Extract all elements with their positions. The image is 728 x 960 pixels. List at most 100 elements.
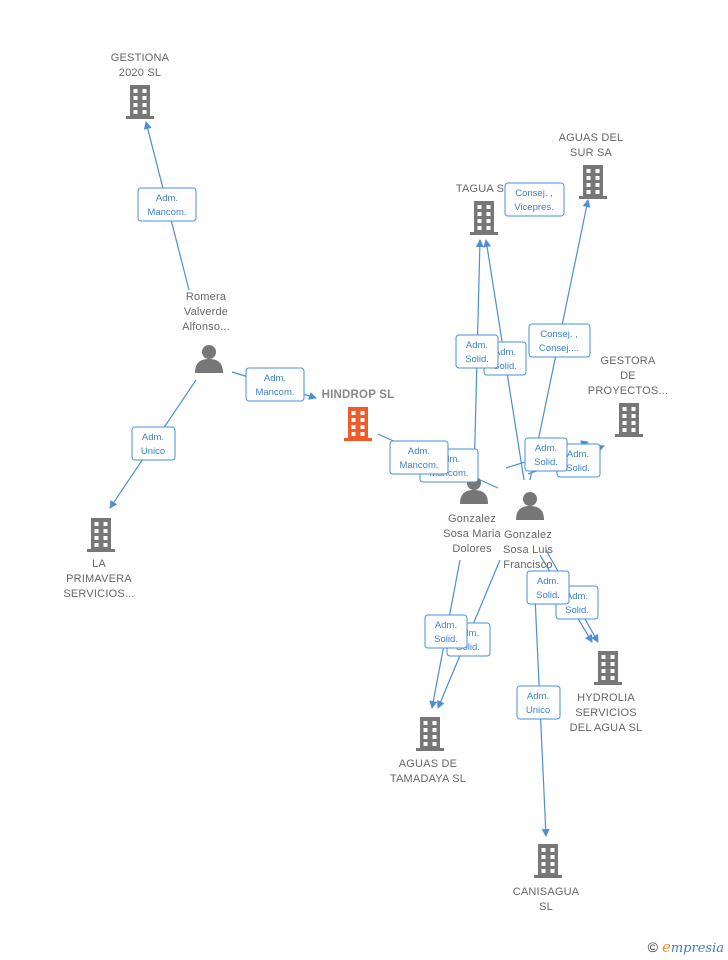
company-label: TAGUA S bbox=[456, 183, 504, 195]
person-label: Gonzalez bbox=[448, 513, 496, 525]
role-label: Adm. bbox=[435, 620, 457, 631]
company-tagua[interactable]: TAGUA S bbox=[456, 183, 504, 235]
person-label: Gonzalez bbox=[504, 529, 552, 541]
person-gonzalez-maria[interactable]: Gonzalez Sosa Maria Dolores bbox=[443, 476, 501, 555]
role-box[interactable]: Adm. Solid. bbox=[524, 437, 568, 472]
role-label: Solid. bbox=[534, 457, 558, 468]
company-hydrolia[interactable]: HYDROLIA SERVICIOS DEL AGUA SL bbox=[570, 651, 643, 734]
person-icon bbox=[195, 345, 223, 373]
role-box[interactable]: Consej. , Vicepres. bbox=[504, 182, 565, 217]
role-label: Consej.... bbox=[539, 343, 579, 354]
role-label: Mancom. bbox=[429, 468, 468, 479]
role-label: Solid. bbox=[434, 634, 458, 645]
company-gestiona[interactable]: GESTIONA 2020 SL bbox=[111, 52, 170, 119]
person-label: Sosa Maria bbox=[443, 528, 501, 540]
brand-logo-initial: e bbox=[661, 938, 671, 956]
company-label: GESTIONA bbox=[111, 52, 170, 64]
role-box[interactable]: Adm. Solid. bbox=[526, 570, 570, 605]
person-label: Romera bbox=[186, 291, 227, 303]
role-label: Mancom. bbox=[399, 460, 438, 471]
person-romera[interactable]: Romera Valverde Alfonso... bbox=[182, 291, 230, 373]
role-box[interactable]: Adm. Mancom. bbox=[389, 440, 449, 475]
brand-footer: ©empresia bbox=[648, 938, 724, 956]
role-label: Unico bbox=[141, 446, 165, 457]
person-label: Sosa Luis bbox=[503, 544, 553, 556]
company-label: HYDROLIA bbox=[577, 692, 635, 704]
company-label: CANISAGUA bbox=[513, 886, 580, 898]
person-label: Valverde bbox=[184, 306, 228, 318]
company-gestora[interactable]: GESTORA DE PROYECTOS... bbox=[588, 355, 668, 437]
person-gonzalez-luis[interactable]: Gonzalez Sosa Luis Francisco bbox=[503, 492, 553, 571]
role-label: Adm. bbox=[408, 446, 430, 457]
role-box[interactable]: Adm. Solid. bbox=[455, 334, 499, 369]
role-label: Consej. , bbox=[540, 329, 578, 340]
role-label: Solid. bbox=[493, 361, 517, 372]
company-label: 2020 SL bbox=[119, 67, 161, 79]
building-icon bbox=[579, 165, 607, 199]
company-label: AGUAS DE bbox=[399, 758, 457, 770]
role-label: Solid. bbox=[536, 590, 560, 601]
person-icon bbox=[516, 492, 544, 520]
building-icon bbox=[534, 844, 562, 878]
role-label: Adm. bbox=[438, 454, 460, 465]
role-label: Mancom. bbox=[147, 207, 186, 218]
role-label: Adm. bbox=[264, 373, 286, 384]
building-icon bbox=[87, 518, 115, 552]
building-icon bbox=[344, 407, 372, 441]
role-label: Solid. bbox=[565, 605, 589, 616]
role-label: Adm. bbox=[142, 432, 164, 443]
company-label: SUR SA bbox=[570, 147, 613, 159]
person-label: Dolores bbox=[452, 543, 492, 555]
role-label: Solid. bbox=[465, 354, 489, 365]
role-label: Consej. , bbox=[515, 188, 553, 199]
role-label: Unico bbox=[526, 705, 550, 716]
person-label: Alfonso... bbox=[182, 321, 230, 333]
role-label: Adm. bbox=[494, 347, 516, 358]
role-label: Adm. bbox=[535, 443, 557, 454]
copyright-icon: © bbox=[647, 939, 658, 955]
company-label: PRIMAVERA bbox=[66, 573, 132, 585]
role-box[interactable]: Consej. , Consej.... bbox=[528, 323, 591, 358]
company-label: HINDROP SL bbox=[322, 389, 395, 401]
company-label: SL bbox=[539, 901, 553, 913]
company-aguas-sur[interactable]: AGUAS DEL SUR SA bbox=[559, 132, 624, 199]
company-label: TAMADAYA SL bbox=[390, 773, 466, 785]
company-label: DEL AGUA SL bbox=[570, 722, 643, 734]
company-label: PROYECTOS... bbox=[588, 385, 668, 397]
role-box[interactable]: Adm. Unico bbox=[516, 685, 561, 720]
company-label: DE bbox=[620, 370, 636, 382]
person-label: Francisco bbox=[503, 559, 552, 571]
brand-logo-text: mpresia bbox=[670, 941, 724, 956]
role-box[interactable]: Adm. Mancom. bbox=[245, 367, 305, 402]
role-box[interactable]: Adm. Solid. bbox=[556, 443, 601, 478]
building-icon bbox=[470, 201, 498, 235]
company-aguas-tamadaya[interactable]: AGUAS DE TAMADAYA SL bbox=[390, 717, 466, 785]
role-label: Adm. bbox=[537, 576, 559, 587]
role-label: Adm. bbox=[457, 628, 479, 639]
company-label: GESTORA bbox=[601, 355, 656, 367]
company-hindrop[interactable]: HINDROP SL bbox=[322, 389, 395, 441]
role-label: Adm. bbox=[566, 591, 588, 602]
company-label: SERVICIOS... bbox=[63, 588, 134, 600]
company-label: LA bbox=[92, 558, 106, 570]
building-icon bbox=[416, 717, 444, 751]
building-icon bbox=[615, 403, 643, 437]
role-label: Adm. bbox=[156, 193, 178, 204]
role-box[interactable]: Adm. Solid. bbox=[424, 614, 468, 649]
edges bbox=[109, 121, 605, 837]
role-label: Vicepres. bbox=[514, 202, 553, 213]
role-label: Adm. bbox=[567, 449, 589, 460]
building-icon bbox=[594, 651, 622, 685]
company-canisagua[interactable]: CANISAGUA SL bbox=[513, 844, 580, 913]
role-box[interactable]: Adm. Unico bbox=[131, 426, 176, 461]
role-label: Solid. bbox=[456, 642, 480, 653]
role-box[interactable]: Adm. Mancom. bbox=[137, 187, 197, 222]
building-icon bbox=[126, 85, 154, 119]
role-label: Adm. bbox=[466, 340, 488, 351]
role-label: Adm. bbox=[527, 691, 549, 702]
role-label: Mancom. bbox=[255, 387, 294, 398]
company-label: SERVICIOS bbox=[575, 707, 637, 719]
company-la-primavera[interactable]: LA PRIMAVERA SERVICIOS... bbox=[63, 518, 134, 600]
company-label: AGUAS DEL bbox=[559, 132, 624, 144]
